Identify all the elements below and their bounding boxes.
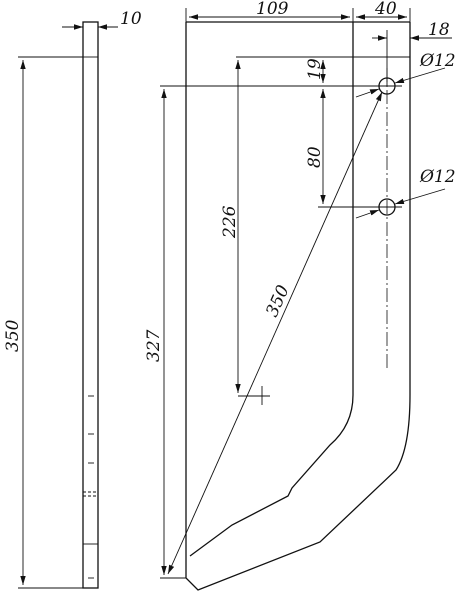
dim-109-label: 109 xyxy=(256,0,289,19)
front-view: 109 40 18 Ø12 Ø12 19 80 xyxy=(144,0,456,591)
dia-top-label: Ø12 xyxy=(419,51,456,71)
dim-80-label: 80 xyxy=(305,146,325,168)
dim-350-diagonal xyxy=(167,91,383,575)
dim-18-label: 18 xyxy=(428,20,450,40)
dia-bottom-label: Ø12 xyxy=(419,167,456,187)
side-bar-outline xyxy=(82,21,99,589)
side-view: 10 350 xyxy=(3,9,142,589)
shank-outline-outer xyxy=(185,22,411,591)
dia-bottom-leader xyxy=(355,209,380,219)
dim-327-label: 327 xyxy=(144,329,164,362)
dim-19-label: 19 xyxy=(305,58,325,80)
dim-226-label: 226 xyxy=(220,205,240,239)
dia-top-leader-2 xyxy=(394,67,446,84)
dim-40-label: 40 xyxy=(374,0,397,19)
dia-top-leader xyxy=(355,88,380,98)
dia-bottom-leader-2 xyxy=(394,188,446,205)
dim-10-label: 10 xyxy=(120,9,142,29)
dim-350-side-label: 350 xyxy=(3,319,23,352)
